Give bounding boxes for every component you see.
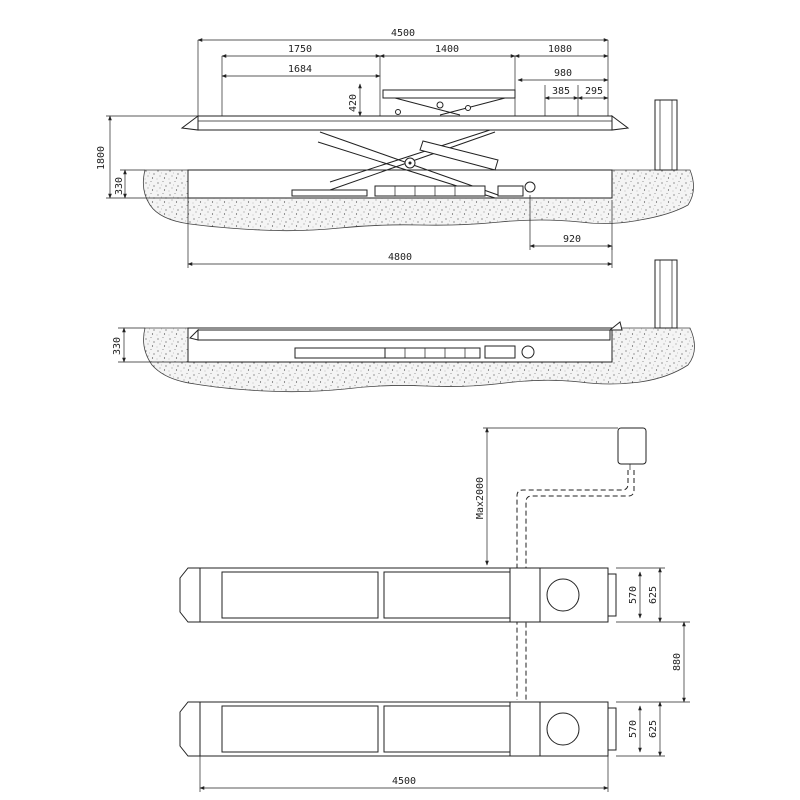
ramp-right (611, 115, 630, 131)
column-post (654, 99, 678, 171)
ground-soil-lowered (143, 327, 695, 393)
dim-label-1080: 1080 (548, 44, 572, 55)
platform-deck (197, 115, 613, 131)
lowered-side-view: 330 (112, 259, 695, 393)
dim-label-570-upper: 570 (628, 586, 639, 604)
dim-420: 420 (348, 83, 362, 117)
ramp-left (180, 115, 199, 131)
hydraulic-cylinder-icon (419, 140, 499, 171)
dim-max2000: Max2000 (475, 427, 618, 566)
dim-1684: 1684 (221, 64, 381, 78)
dim-label-330-lowered: 330 (112, 337, 123, 355)
ground-soil-top (142, 169, 694, 232)
dim-4500-bottom: 4500 (199, 756, 609, 792)
dim-330-top: 330 (114, 169, 145, 199)
dim-label-1684: 1684 (288, 64, 312, 75)
dim-1800: 1800 (96, 115, 198, 199)
dim-label-625-upper: 625 (648, 586, 659, 604)
dim-overall-4500: 4500 (197, 28, 609, 116)
dim-880: 880 (616, 621, 690, 703)
dim-label-385: 385 (552, 86, 570, 97)
plan-view: Max2000 (179, 427, 690, 792)
dim-label-625-lower: 625 (648, 720, 659, 738)
platform-upper (179, 567, 617, 623)
dim-label-overall: 4500 (391, 28, 415, 39)
base-frame-lowered (384, 347, 481, 359)
column-post-lowered (654, 259, 678, 329)
dim-330-lowered: 330 (112, 327, 188, 363)
turntable-upper (546, 578, 580, 612)
dim-label-max2000: Max2000 (475, 477, 486, 519)
dim-label-330-top: 330 (114, 177, 125, 195)
dim-label-880: 880 (672, 653, 683, 671)
platform-lowered (197, 329, 611, 341)
dim-label-4800: 4800 (388, 252, 412, 263)
dim-label-1750: 1750 (288, 44, 312, 55)
dim-label-570-lower: 570 (628, 720, 639, 738)
dim-920: 920 (529, 195, 613, 250)
dim-label-1400: 1400 (435, 44, 459, 55)
dim-label-4500-bottom: 4500 (392, 776, 416, 787)
turntable-lower (546, 712, 580, 746)
dim-570-625-upper: 570 625 (616, 567, 665, 623)
dim-570-625-lower: 570 625 (616, 701, 665, 757)
hydraulic-hose-a (516, 470, 629, 700)
raised-side-view: 4500 1750 1400 1080 1684 980 (96, 28, 694, 268)
dim-label-980: 980 (554, 68, 572, 79)
platform-lower (179, 701, 617, 757)
dim-980: 980 (517, 68, 609, 82)
dim-label-295: 295 (585, 86, 603, 97)
dim-385-295: 385 295 (544, 85, 609, 116)
base-frame (374, 185, 486, 197)
dim-label-420: 420 (348, 94, 359, 112)
dim-row-segments: 1750 1400 1080 (221, 44, 609, 116)
dim-label-920: 920 (563, 234, 581, 245)
dim-label-1800: 1800 (96, 146, 107, 170)
control-box-icon (617, 427, 647, 465)
dim-4800: 4800 (187, 198, 613, 268)
jack-beam (382, 89, 516, 99)
hydraulic-hose-b (525, 470, 635, 700)
